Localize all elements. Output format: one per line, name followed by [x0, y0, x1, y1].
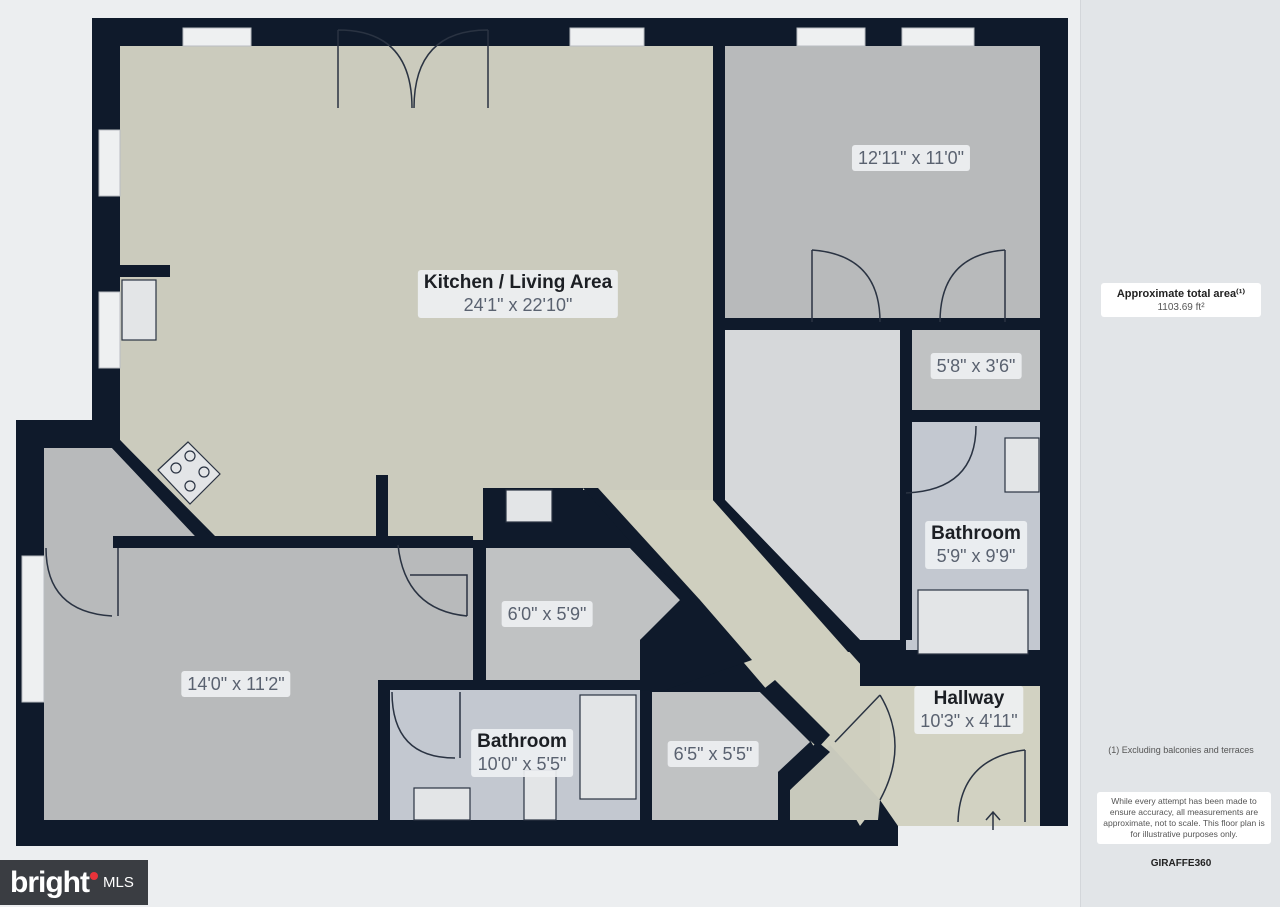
hall-closet-floor	[725, 330, 900, 640]
room-dims-hallway: 10'3" x 4'11"	[920, 711, 1018, 731]
room-dims-kitchen: 24'1" x 22'10"	[463, 295, 573, 315]
exclusion-note: (1) Excluding balconies and terraces	[1108, 745, 1254, 755]
room-dims-bathroom-e: 5'9" x 9'9"	[936, 546, 1016, 566]
room-name-kitchen: Kitchen / Living Area	[423, 272, 613, 293]
floor-plan: Kitchen / Living Area 24'1" x 22'10" 12'…	[16, 18, 1068, 846]
bedroom-sw-floor	[44, 448, 473, 820]
watermark-suffix: MLS	[102, 874, 134, 891]
total-area-title: Approximate total area⁽¹⁾	[1116, 288, 1246, 300]
room-dims-closet-se: 6'5" x 5'5"	[673, 744, 753, 764]
room-label-closet-ne: 5'8" x 3'6"	[930, 353, 1022, 379]
fixtures	[121, 279, 1040, 821]
room-dims-bedroom-ne: 12'11" x 11'0"	[857, 148, 965, 168]
room-label-closet-mid: 6'0" x 5'9"	[501, 601, 593, 627]
cooktop-burners	[170, 450, 210, 492]
interior-walls	[112, 46, 1040, 820]
room-dims-closet-mid: 6'0" x 5'9"	[507, 604, 587, 624]
room-dims-bathroom-s: 10'0" x 5'5"	[477, 754, 567, 774]
entry-nook-floor	[790, 745, 880, 820]
room-name-bathroom-s: Bathroom	[477, 731, 567, 752]
windows	[21, 27, 975, 703]
giraffe360-brand: GIRAFFE360	[1150, 858, 1212, 869]
info-sidebar: Approximate total area⁽¹⁾ 1103.69 ft² (1…	[1080, 0, 1280, 907]
room-label-bathroom-e: Bathroom 5'9" x 9'9"	[925, 521, 1027, 569]
room-label-closet-se: 6'5" x 5'5"	[667, 741, 759, 767]
door-swings	[45, 29, 1026, 823]
room-name-bathroom-e: Bathroom	[931, 523, 1021, 544]
total-area-value: 1103.69 ft²	[1157, 302, 1205, 313]
room-label-bedroom-ne: 12'11" x 11'0"	[851, 145, 971, 171]
room-name-hallway: Hallway	[933, 688, 1005, 709]
disclaimer-text: While every attempt has been made to ens…	[1097, 792, 1271, 844]
room-label-kitchen: Kitchen / Living Area 24'1" x 22'10"	[417, 270, 619, 318]
watermark-brand: bright	[10, 865, 90, 899]
total-area-box: Approximate total area⁽¹⁾ 1103.69 ft²	[1101, 283, 1261, 317]
bright-mls-watermark: bright MLS	[0, 860, 148, 905]
room-dims-bedroom-sw: 14'0" x 11'2"	[187, 674, 285, 694]
room-label-hallway: Hallway 10'3" x 4'11"	[914, 686, 1024, 734]
room-dims-closet-ne: 5'8" x 3'6"	[936, 356, 1016, 376]
kitchen-living-floor	[120, 46, 713, 540]
room-label-bathroom-s: Bathroom 10'0" x 5'5"	[471, 729, 573, 777]
watermark-dot-icon	[89, 871, 98, 880]
room-label-bedroom-sw: 14'0" x 11'2"	[181, 671, 291, 697]
bedroom-ne-floor	[725, 46, 1040, 318]
entry-arrow-icon	[985, 810, 1001, 830]
